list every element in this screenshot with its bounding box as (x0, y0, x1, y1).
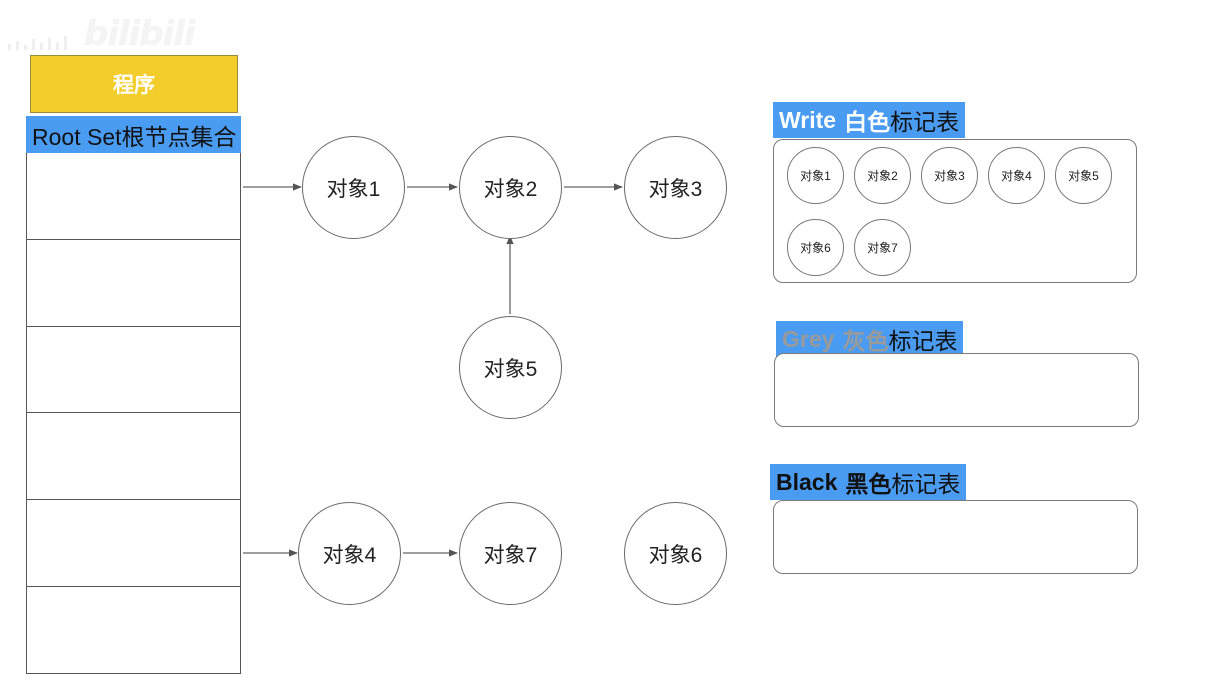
white-table-title-suffix: 标记表 (890, 109, 960, 135)
white-table-item: 对象6 (787, 219, 844, 276)
object-node-6: 对象6 (624, 502, 727, 605)
watermark-bars (6, 36, 78, 50)
bilibili-watermark-logo: bilibili (84, 14, 196, 54)
black-table-title-en: Black (776, 468, 838, 495)
object-node-4: 对象4 (298, 502, 401, 605)
object-node-label: 对象2 (483, 177, 538, 201)
root-slot (27, 586, 240, 673)
grey-table-title-en: Grey (782, 325, 835, 352)
black-mark-table (773, 500, 1138, 574)
root-slot (27, 499, 240, 586)
white-table-item: 对象4 (988, 147, 1045, 204)
object-node-1: 对象1 (302, 136, 405, 239)
object-node-label: 对象7 (483, 543, 538, 567)
black-table-title-suffix: 标记表 (891, 471, 961, 497)
root-slot (27, 153, 240, 239)
root-slot (27, 238, 240, 326)
program-box: 程序 (30, 55, 238, 113)
black-table-title-color: 黑色 (845, 471, 892, 497)
white-table-item: 对象2 (854, 147, 911, 204)
object-node-7: 对象7 (459, 502, 562, 605)
root-slot (27, 412, 240, 499)
root-set-label: Root Set根节点集合 (32, 123, 237, 150)
white-table-title-en: Write (779, 106, 837, 133)
white-mark-table: 对象1 对象2 对象3 对象4 对象5 对象6 对象7 (773, 139, 1137, 283)
object-node-3: 对象3 (624, 136, 727, 239)
program-label: 程序 (113, 74, 155, 97)
white-table-title-color: 白色 (844, 109, 891, 135)
root-set-header: Root Set根节点集合 (26, 116, 241, 153)
root-slot (27, 325, 240, 413)
object-node-label: 对象4 (322, 543, 377, 567)
grey-table-title-color: 灰色 (842, 328, 889, 354)
white-table-item: 对象5 (1055, 147, 1112, 204)
black-table-title: Black 黑色 标记表 (770, 464, 967, 500)
object-node-label: 对象5 (483, 357, 538, 381)
root-set-stack (26, 153, 241, 674)
object-node-label: 对象3 (648, 177, 703, 201)
object-node-label: 对象6 (648, 543, 703, 567)
grey-table-title: Grey 灰色 标记表 (776, 321, 964, 357)
object-node-5: 对象5 (459, 316, 562, 419)
object-node-2: 对象2 (459, 136, 562, 239)
white-table-item: 对象1 (787, 147, 844, 204)
white-table-title: Write 白色 标记表 (773, 102, 966, 138)
grey-mark-table (774, 353, 1139, 427)
object-node-label: 对象1 (326, 177, 381, 201)
white-table-item: 对象3 (921, 147, 978, 204)
grey-table-title-suffix: 标记表 (888, 328, 958, 354)
white-table-item: 对象7 (854, 219, 911, 276)
